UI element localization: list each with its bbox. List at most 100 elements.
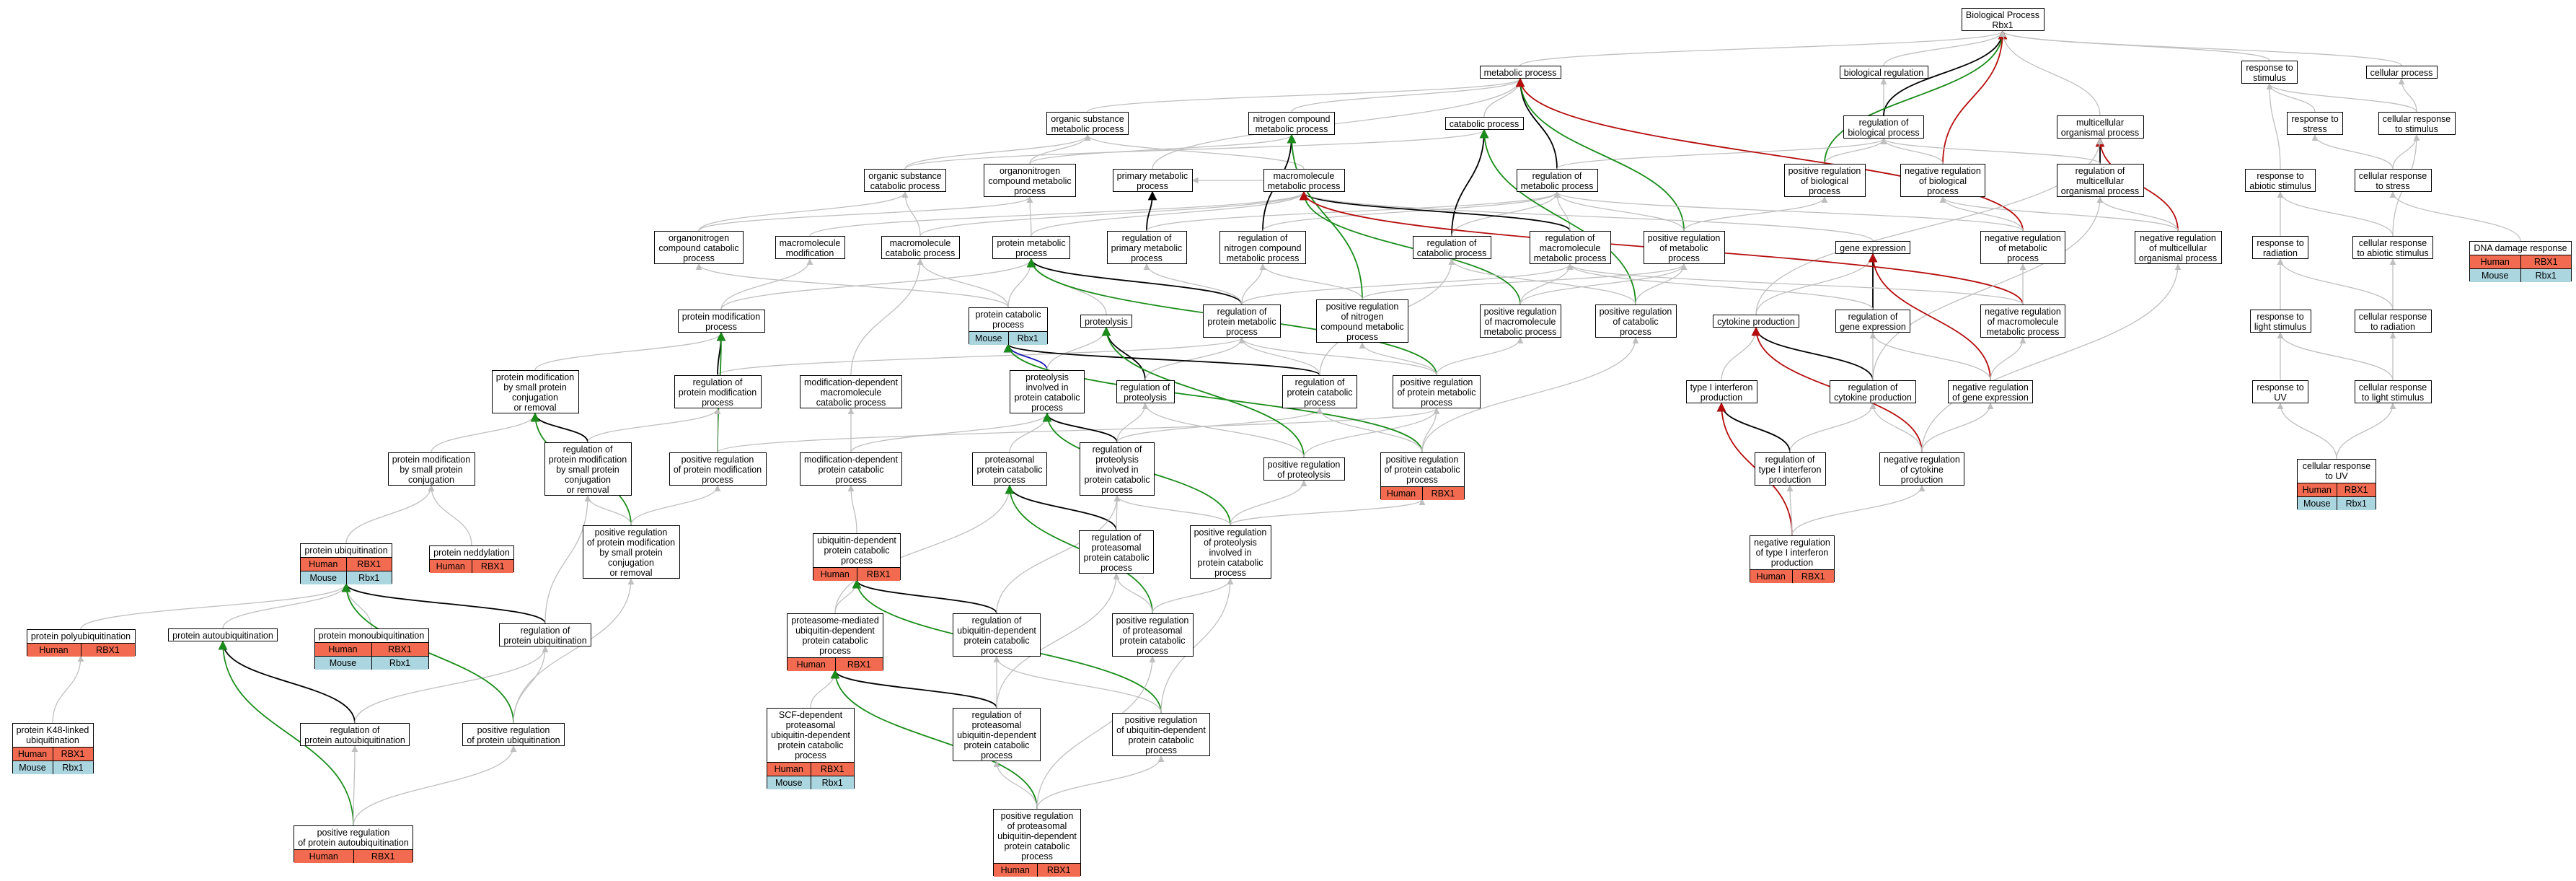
go-term-prot-met[interactable]: protein metabolic process: [992, 236, 1070, 259]
go-term-reg-prot-mod-small[interactable]: regulation of protein modification by sm…: [544, 442, 632, 496]
go-term-resp-stim[interactable]: response to stimulus: [2241, 61, 2298, 84]
go-term-neg-reg-type1-ifn[interactable]: negative regulation of type I interferon…: [1750, 535, 1835, 583]
go-term-reg-prim-met[interactable]: regulation of primary metabolic process: [1106, 231, 1187, 264]
go-term-pos-reg-proteasomal-ubiq-cat[interactable]: positive regulation of proteasomal ubiqu…: [993, 809, 1081, 877]
go-term-org-sub-met[interactable]: organic substance metabolic process: [1046, 112, 1129, 135]
go-term-reg-prot-cat[interactable]: regulation of protein catabolic process: [1282, 375, 1357, 408]
go-term-proteasomal-cat[interactable]: proteasomal protein catabolic process: [972, 452, 1047, 486]
go-term-reg-bio[interactable]: regulation of biological process: [1843, 115, 1924, 139]
go-term-gene-expr[interactable]: gene expression: [1835, 241, 1910, 254]
go-term-mod-dep-prot-cat[interactable]: modification-dependent protein catabolic…: [800, 452, 902, 486]
go-term-neg-reg-gene-expr[interactable]: negative regulation of gene expression: [1948, 380, 2033, 403]
go-term-prot-autoubiq[interactable]: protein autoubiquitination: [168, 628, 278, 641]
go-term-cell-resp-light[interactable]: cellular response to light stimulus: [2354, 380, 2432, 403]
go-term-reg-cat[interactable]: regulation of catabolic process: [1412, 236, 1491, 259]
go-term-metabolic[interactable]: metabolic process: [1479, 66, 1561, 79]
go-term-pos-reg-met[interactable]: positive regulation of metabolic process: [1643, 231, 1725, 264]
go-term-organonitro-cat[interactable]: organonitrogen compound catabolic proces…: [654, 231, 744, 264]
go-term-reg-prot-ubiq[interactable]: regulation of protein ubiquitination: [499, 623, 591, 646]
go-term-cell-resp-stim[interactable]: cellular response to stimulus: [2378, 112, 2456, 135]
go-term-proteolysis-cat[interactable]: proteolysis involved in protein cataboli…: [1010, 370, 1085, 413]
go-term-proteasome-ubiq-cat[interactable]: proteasome-mediated ubiquitin-dependent …: [787, 613, 883, 671]
go-term-root[interactable]: Biological Process Rbx1: [1961, 8, 2045, 31]
go-term-macro-met[interactable]: macromolecule metabolic process: [1263, 169, 1345, 192]
go-term-ubiq-dep-cat[interactable]: ubiquitin-dependent protein catabolic pr…: [813, 533, 901, 581]
go-term-reg-prot-autoubiq[interactable]: regulation of protein autoubiquitination: [300, 723, 410, 746]
go-term-reg-nitro-met[interactable]: regulation of nitrogen compound metaboli…: [1219, 231, 1306, 264]
go-term-org-sub-cat[interactable]: organic substance catabolic process: [864, 169, 946, 192]
go-term-prot-mod-small[interactable]: protein modification by small protein co…: [491, 370, 579, 413]
go-term-mod-dep-macro-cat[interactable]: modification-dependent macromolecule cat…: [800, 375, 902, 408]
go-term-reg-prot-mod[interactable]: regulation of protein modification proce…: [674, 375, 762, 408]
go-term-pos-reg-prot-ubiq[interactable]: positive regulation of protein ubiquitin…: [462, 723, 565, 746]
go-term-pos-reg-proteolysis[interactable]: positive regulation of proteolysis: [1263, 457, 1345, 481]
go-term-pos-reg-proteasomal-cat[interactable]: positive regulation of proteasomal prote…: [1111, 613, 1194, 657]
go-term-pos-reg-nitro-met[interactable]: positive regulation of nitrogen compound…: [1316, 299, 1408, 343]
go-term-pos-reg-prot-mod[interactable]: positive regulation of protein modificat…: [669, 452, 767, 486]
go-term-proteolysis[interactable]: proteolysis: [1080, 315, 1132, 328]
go-term-neg-reg-macro-met[interactable]: negative regulation of macromolecule met…: [1980, 304, 2065, 338]
go-term-neg-reg-bio[interactable]: negative regulation of biological proces…: [1900, 164, 1985, 197]
edge-is-a: [513, 646, 549, 724]
go-term-cell-resp-stress[interactable]: cellular response to stress: [2354, 169, 2432, 192]
annotation-gene: RBX1: [1791, 570, 1835, 583]
go-term-reg-ubiq-dep-cat[interactable]: regulation of ubiquitin-dependent protei…: [953, 613, 1041, 657]
go-term-pos-reg-prot-met[interactable]: positive regulation of protein metabolic…: [1393, 375, 1481, 408]
go-term-resp-light[interactable]: response to light stimulus: [2249, 310, 2311, 333]
go-term-pos-reg-ubiq-dep-cat[interactable]: positive regulation of ubiquitin-depende…: [1112, 713, 1210, 756]
go-term-pos-reg-bio[interactable]: positive regulation of biological proces…: [1783, 164, 1866, 197]
go-term-pos-reg-prot-cat[interactable]: positive regulation of protein catabolic…: [1380, 452, 1465, 500]
go-term-organonitro-met[interactable]: organonitrogen compound metabolic proces…: [984, 164, 1076, 197]
go-term-reg-proteolysis-cat[interactable]: regulation of proteolysis involved in pr…: [1080, 442, 1155, 496]
go-term-pos-reg-cat[interactable]: positive regulation of catabolic process: [1594, 304, 1677, 338]
go-term-neg-reg-multicell[interactable]: negative regulation of multicellular org…: [2134, 231, 2222, 264]
go-term-reg-macro-met[interactable]: regulation of macromolecule metabolic pr…: [1529, 231, 1611, 264]
go-term-cell-resp-rad[interactable]: cellular response to radiation: [2354, 310, 2432, 333]
go-term-cell-resp-abiotic[interactable]: cellular response to abiotic stimulus: [2352, 236, 2433, 259]
go-term-pos-reg-prot-autoubiq[interactable]: positive regulation of protein autoubiqu…: [294, 825, 413, 863]
go-term-catab[interactable]: catabolic process: [1444, 117, 1524, 130]
go-term-prot-mod-small-conj[interactable]: protein modification by small protein co…: [387, 452, 475, 486]
go-term-prot-mod[interactable]: protein modification process: [677, 310, 765, 333]
go-term-label: regulation of protein ubiquitination: [503, 626, 587, 646]
go-term-reg-proteasomal-cat[interactable]: regulation of proteasomal protein catabo…: [1079, 530, 1154, 574]
go-term-resp-radiation[interactable]: response to radiation: [2252, 236, 2308, 259]
go-term-neg-reg-cytokine[interactable]: negative regulation of cytokine producti…: [1879, 452, 1964, 486]
go-term-type1-ifn[interactable]: type I interferon production: [1685, 380, 1757, 403]
go-term-pos-reg-macro-met[interactable]: positive regulation of macromolecule met…: [1479, 304, 1561, 338]
go-term-reg-prot-met[interactable]: regulation of protein metabolic process: [1203, 304, 1281, 338]
go-term-macro-mod[interactable]: macromolecule modification: [775, 236, 845, 259]
edge-is-a: [1031, 191, 1307, 237]
edge-positively-regulates: [1101, 326, 1305, 458]
go-term-reg-met[interactable]: regulation of metabolic process: [1516, 169, 1598, 192]
go-term-reg-proteolysis[interactable]: regulation of proteolysis: [1116, 380, 1175, 403]
go-term-resp-abiotic[interactable]: response to abiotic stimulus: [2245, 169, 2316, 192]
go-term-pos-reg-proteolysis-cat[interactable]: positive regulation of proteolysis invol…: [1189, 525, 1271, 579]
go-term-pos-reg-prot-mod-small[interactable]: positive regulation of protein modificat…: [582, 525, 680, 579]
go-term-multicell[interactable]: multicellular organismal process: [2056, 115, 2144, 139]
go-term-bioreg[interactable]: biological regulation: [1839, 66, 1928, 79]
go-term-resp-stress[interactable]: response to stress: [2287, 112, 2343, 135]
go-term-cell-proc[interactable]: cellular process: [2365, 66, 2438, 79]
go-term-nitro-met[interactable]: nitrogen compound metabolic process: [1248, 112, 1335, 135]
go-term-reg-cytokine[interactable]: regulation of cytokine production: [1830, 380, 1916, 403]
go-term-prim-met[interactable]: primary metabolic process: [1112, 169, 1193, 192]
go-term-reg-type1-ifn[interactable]: regulation of type I interferon producti…: [1754, 452, 1826, 486]
go-term-resp-uv[interactable]: response to UV: [2252, 380, 2308, 403]
go-term-reg-gene-expr[interactable]: regulation of gene expression: [1835, 310, 1910, 333]
go-term-cytokine-prod[interactable]: cytokine production: [1713, 315, 1799, 328]
edge-positively-regulates: [1299, 190, 1521, 305]
go-term-neg-reg-met[interactable]: negative regulation of metabolic process: [1980, 231, 2065, 264]
go-term-macro-cat[interactable]: macromolecule catabolic process: [881, 236, 960, 259]
go-term-reg-multicell[interactable]: regulation of multicellular organismal p…: [2056, 164, 2144, 197]
go-term-reg-proteasomal-ubiq-cat[interactable]: regulation of proteasomal ubiquitin-depe…: [953, 708, 1041, 761]
go-term-scf-dep-cat[interactable]: SCF-dependent proteasomal ubiquitin-depe…: [767, 708, 855, 789]
